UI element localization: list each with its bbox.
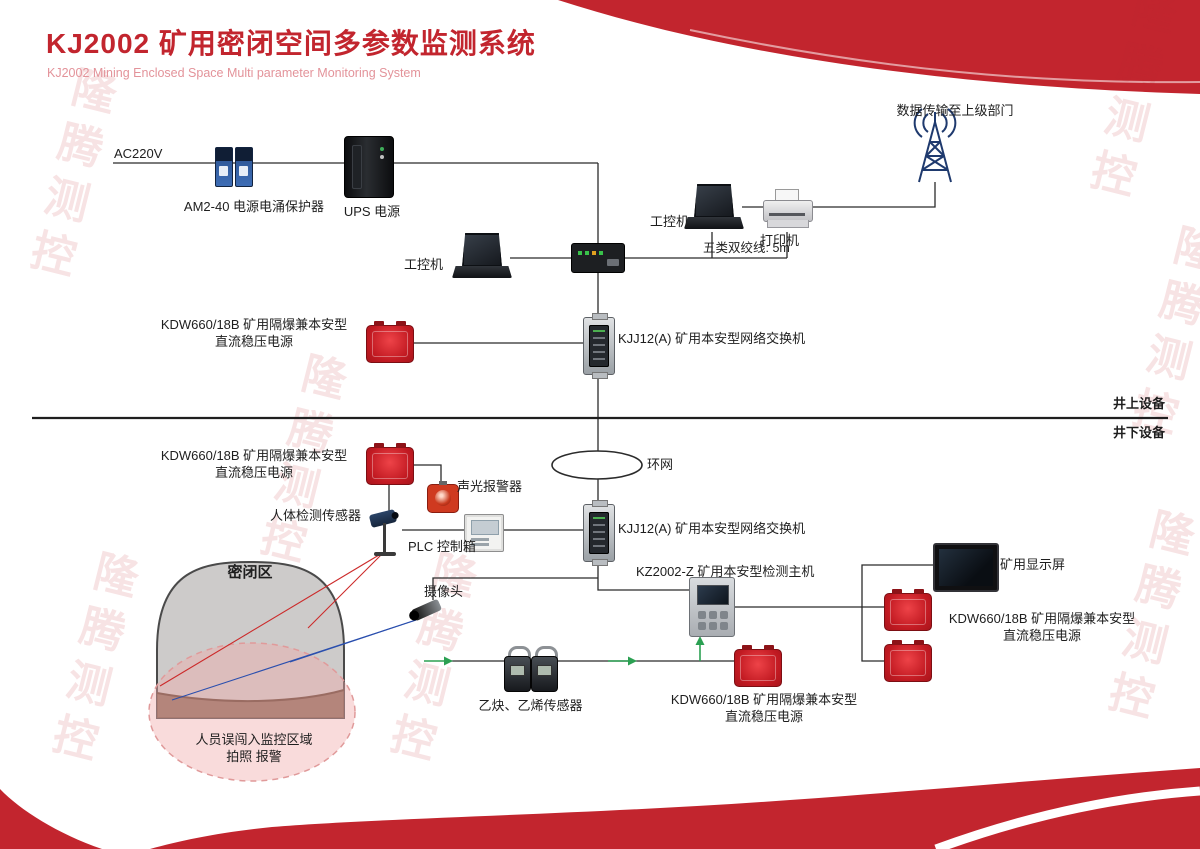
human-sensor-view-line [159,551,385,687]
camera-view-line [289,619,417,663]
switch-front-panel [589,325,609,367]
converter-leds [578,251,582,255]
dc-power-supply-device [884,589,932,631]
label-power-supply-line1: KDW660/18B 矿用隔爆兼本安型 [670,692,858,707]
printer-slot [769,213,805,216]
label-ups: UPS 电源 [343,204,401,219]
gas-sensor-handle [508,646,531,662]
industrial-pc-laptop [452,233,512,283]
label-intrusion-line2: 拍照 报警 [226,749,282,764]
sensor-base [374,552,396,556]
black-cables [113,162,936,662]
gas-sensor-device [531,646,558,692]
enclosed-zone-tunnel [156,560,345,719]
label-power-supply-line1: KDW660/18B 矿用隔爆兼本安型 [948,611,1136,626]
label-gas-sensors: 乙炔、乙烯传感器 [478,698,583,713]
dc-power-supply-device [366,443,414,485]
page-title: KJ2002 矿用密闭空间多参数监测系统 [46,28,536,59]
top-right-swoosh [558,0,1200,94]
dc-power-supply-device [734,645,782,687]
tunnel-floor [157,690,344,718]
top-swoosh-highlight [689,29,1200,84]
label-power-supply-line2: 直流稳压电源 [214,334,293,349]
switch-front-panel [589,512,609,554]
label-data-upload: 数据传输至上级部门 [896,103,1014,118]
camera-device [410,598,444,624]
gas-sensor-screen [537,665,552,676]
label-industrial-pc: 工控机 [650,214,690,229]
label-power-supply: KDW660/18B 矿用隔爆兼本安型 直流稳压电源 [148,316,360,350]
ups-tower-device [344,136,394,198]
label-power-supply-line2: 直流稳压电源 [1002,628,1081,643]
page-subtitle: KJ2002 Mining Enclosed Space Multi param… [47,66,421,80]
label-enclosed-zone: 密闭区 [227,564,273,581]
label-power-supply-line1: KDW660/18B 矿用隔爆兼本安型 [160,448,348,463]
intrusion-zone-ellipse [148,642,356,782]
network-switch-device [583,313,615,379]
mining-display-device [933,543,999,592]
printer-device [763,189,813,231]
printer-body [763,200,813,222]
printer-tray [767,220,809,228]
label-intrusion-warning: 人员误闯入监控区域 拍照 报警 [178,731,330,765]
label-industrial-pc: 工控机 [404,257,444,272]
dc-power-supply-device [884,640,932,682]
surge-protector-device [213,145,255,187]
sensor-pole [383,523,386,552]
surge-module-icon [215,147,233,187]
sound-light-alarm-device [427,481,459,513]
radio-tower-icon [913,108,957,183]
label-underground-devices: 井下设备 [1112,425,1165,440]
label-power-supply: KDW660/18B 矿用隔爆兼本安型 直流稳压电源 [936,610,1148,644]
ring-network-ellipse [551,450,643,480]
dc-power-supply-device [366,321,414,363]
laptop-base [684,217,744,229]
label-intrusion-line1: 人员误闯入监控区域 [195,732,313,747]
label-printer: 打印机 [760,233,800,248]
label-surge-protector: AM2-40 电源电涌保护器 [183,199,325,214]
plc-control-box-device [464,514,504,552]
laptop-base [452,266,512,278]
laptop-screen [462,233,502,267]
bottom-right-white-swoosh [934,786,1200,849]
bottom-left-corner-swoosh [0,789,102,849]
green-sensor-cables [424,636,705,666]
label-surface-devices: 井上设备 [1112,396,1165,411]
label-power-supply: KDW660/18B 矿用隔爆兼本安型 直流稳压电源 [658,691,870,725]
surge-module-icon [235,147,253,187]
label-power-supply-line2: 直流稳压电源 [214,465,293,480]
human-detection-sensor-device [366,509,406,558]
label-power-supply: KDW660/18B 矿用隔爆兼本安型 直流稳压电源 [148,447,360,481]
label-cat5-cable: 五类双绞线: 5m [703,241,790,255]
industrial-pc-laptop [684,184,744,234]
label-camera: 摄像头 [424,584,464,599]
label-ac-power: AC220V [114,146,163,161]
gas-sensor-screen [510,665,525,676]
network-switch-device [583,500,615,566]
label-alarm: 声光报警器 [457,479,523,494]
media-converter-device [571,243,625,273]
label-human-sensor: 人体检测传感器 [270,508,362,523]
label-detection-host: KZ2002-Z 矿用本安型检测主机 [636,564,815,579]
gas-sensor-device [504,646,531,692]
laptop-screen [694,184,734,218]
camera-tube [410,598,443,622]
gas-sensor-handle [535,646,558,662]
label-display: 矿用显示屏 [1000,557,1066,572]
label-plc: PLC 控制箱 [408,539,476,554]
label-power-supply-line1: KDW660/18B 矿用隔爆兼本安型 [160,317,348,332]
label-ring-network: 环网 [647,457,674,472]
detection-host-device [689,577,735,637]
label-network-switch: KJJ12(A) 矿用本安型网络交换机 [618,331,806,346]
human-sensor-view-line [307,551,385,629]
label-network-switch: KJJ12(A) 矿用本安型网络交换机 [618,521,806,536]
label-power-supply-line2: 直流稳压电源 [724,709,803,724]
bottom-band-swoosh [150,768,1200,849]
